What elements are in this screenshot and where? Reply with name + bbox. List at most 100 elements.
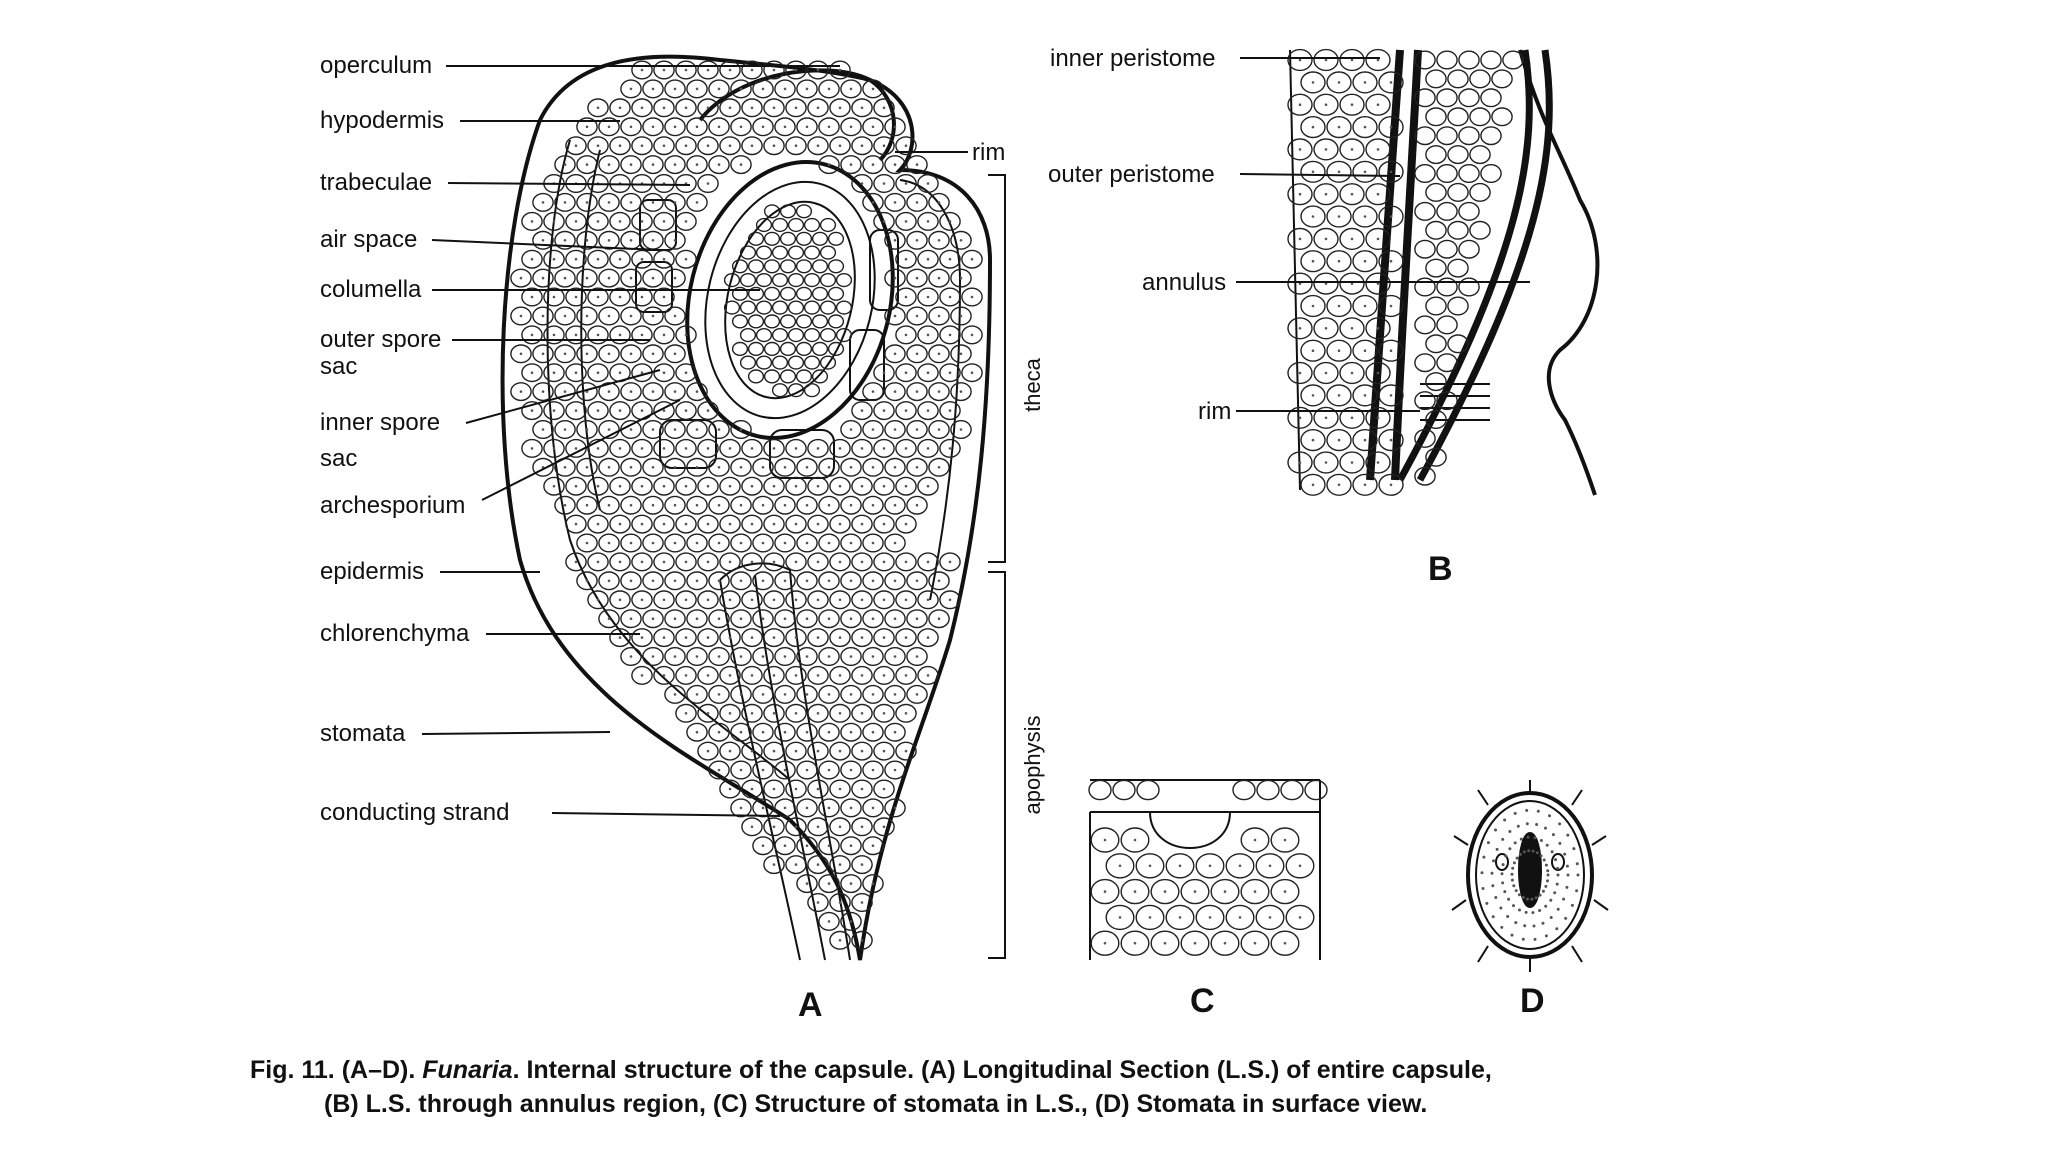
cell (631, 249, 653, 269)
cell (730, 79, 752, 99)
cell-stipple (651, 125, 655, 129)
cell-stipple (805, 87, 809, 91)
cell-stipple (948, 333, 952, 337)
cell-stipple (552, 371, 556, 375)
cell-stipple (1311, 81, 1315, 84)
cell (873, 363, 895, 383)
cell (739, 300, 757, 315)
cell-stipple (838, 484, 842, 488)
cell-stipple (827, 693, 831, 696)
cell (1458, 277, 1480, 297)
cell-stipple (706, 636, 710, 639)
cell-stipple (915, 466, 919, 469)
cell-stipple (1133, 838, 1137, 842)
cell (1352, 429, 1378, 452)
cell (785, 703, 807, 723)
cell (1447, 182, 1469, 202)
guard-cell-stipple (1544, 826, 1547, 830)
cell (840, 874, 862, 894)
cell (895, 363, 917, 383)
cell-stipple (915, 693, 919, 696)
cell (587, 514, 609, 534)
cell (829, 60, 851, 80)
cell (565, 249, 587, 269)
cell (840, 684, 862, 704)
cell-stipple (1163, 941, 1167, 945)
cell (686, 457, 708, 477)
cell (708, 722, 730, 742)
cell-stipple (651, 655, 655, 658)
cell (818, 911, 840, 931)
label-operculum: operculum (320, 52, 432, 79)
guard-cell-stipple (1499, 906, 1503, 910)
cell (785, 552, 807, 572)
guard-cell-stipple (1575, 889, 1579, 893)
cell-stipple (662, 68, 666, 72)
guard-cell-stipple (1514, 921, 1518, 925)
cell (895, 476, 917, 496)
cell (642, 609, 664, 629)
cell (1414, 353, 1436, 373)
cell-stipple (937, 579, 941, 583)
cell-stipple (585, 239, 589, 242)
cell-stipple (640, 106, 644, 110)
cell (939, 325, 961, 345)
cell-stipple (717, 693, 721, 696)
cell-stipple (706, 447, 710, 450)
cell-stipple (629, 428, 633, 431)
cell-stipple (651, 541, 655, 545)
cell (1414, 88, 1436, 108)
panel-letter-c: C (1190, 982, 1215, 1020)
cell (851, 855, 873, 875)
guard-cell-stipple (1512, 861, 1516, 865)
cell-stipple (794, 712, 798, 715)
cell-stipple (629, 617, 633, 620)
cell-stipple (530, 257, 534, 261)
guard-cell-stipple (1525, 822, 1529, 826)
cell (521, 287, 543, 307)
cell-stipple (530, 220, 534, 223)
cell (1326, 71, 1352, 94)
cell-stipple (574, 257, 578, 261)
cell (653, 287, 675, 307)
cell (818, 609, 840, 629)
cell-stipple (728, 522, 732, 526)
cell-stipple (1363, 438, 1367, 442)
guard-cell-stipple (1490, 871, 1494, 875)
cell-stipple (1253, 838, 1257, 842)
cell (873, 173, 895, 193)
cell (873, 514, 895, 534)
cell-stipple (673, 503, 677, 507)
cell-stipple (849, 920, 853, 923)
cell-stipple (1283, 838, 1287, 842)
cell (1326, 473, 1352, 496)
cell-stipple (1389, 81, 1393, 84)
cell-stipple (629, 314, 633, 318)
cell-stipple (871, 730, 875, 734)
cell-stipple (816, 68, 820, 72)
cell-stipple (948, 295, 952, 299)
cell-stipple (684, 257, 688, 261)
cell (895, 401, 917, 421)
cell-stipple (607, 390, 611, 393)
cell-stipple (1253, 890, 1257, 893)
cell (731, 286, 749, 301)
cell-stipple (1103, 941, 1107, 945)
cell (950, 382, 972, 402)
cell-stipple (849, 503, 853, 507)
cell (827, 341, 845, 357)
label-rim-b: rim (1198, 398, 1231, 425)
cell-stipple (871, 390, 875, 393)
cell-stipple (882, 484, 886, 488)
cell-stipple (948, 560, 952, 564)
guard-cell-stipple (1572, 847, 1576, 851)
guard-cell-stipple (1507, 897, 1511, 901)
cell-stipple (607, 466, 611, 469)
cell-stipple (772, 522, 776, 526)
cell-stipple (816, 522, 820, 526)
cell-stipple (871, 579, 875, 583)
cell (609, 325, 631, 345)
cell (873, 476, 895, 496)
cell-stipple (1208, 916, 1212, 919)
cell (895, 211, 917, 231)
